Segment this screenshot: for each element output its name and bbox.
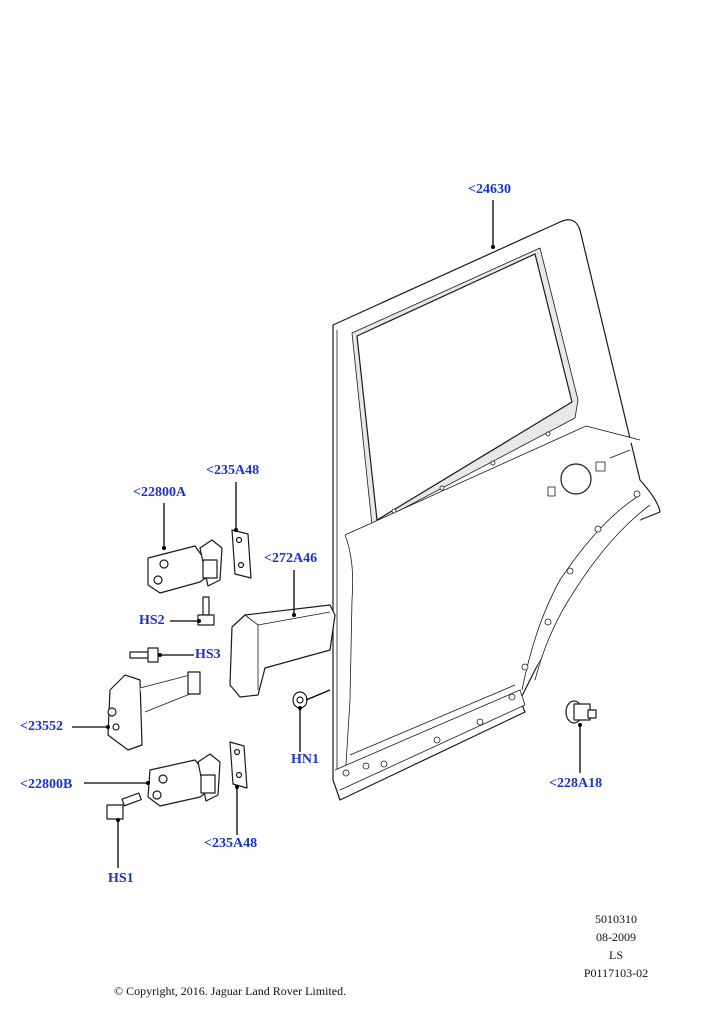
lower-hinge-part[interactable]: [147, 753, 221, 807]
callout-bolt-hs2[interactable]: HS2: [139, 613, 165, 628]
callout-door-shell[interactable]: <24630: [468, 182, 511, 197]
callout-check-strap-cover[interactable]: <272A46: [264, 551, 318, 566]
bolt-hs3-part[interactable]: [129, 647, 159, 663]
nut-hn1-part[interactable]: [292, 691, 308, 709]
callout-nut-hn1[interactable]: HN1: [291, 752, 319, 767]
callout-check-strap[interactable]: <23552: [20, 719, 63, 734]
callout-bump-stop[interactable]: <228A18: [549, 776, 603, 791]
callout-upper-shim[interactable]: <235A48: [206, 463, 260, 478]
check-strap-cover-part[interactable]: [229, 604, 336, 698]
check-strap-part[interactable]: [107, 671, 201, 751]
callout-upper-hinge[interactable]: <22800A: [133, 485, 187, 500]
callout-lower-hinge[interactable]: <22800B: [20, 777, 73, 792]
upper-hinge-part[interactable]: [147, 539, 223, 594]
callout-bolt-hs1[interactable]: HS1: [108, 871, 134, 886]
diagram-date: 08-2009: [596, 930, 636, 944]
callout-bolt-hs3[interactable]: HS3: [195, 647, 221, 662]
callout-lower-shim[interactable]: <235A48: [204, 836, 258, 851]
copyright-notice: © Copyright, 2016. Jaguar Land Rover Lim…: [114, 984, 347, 998]
bump-stop-part[interactable]: [565, 700, 597, 724]
lower-shim-part[interactable]: [229, 741, 248, 789]
diagram-region: LS: [608, 948, 623, 962]
upper-shim-part[interactable]: [231, 529, 252, 579]
diagram-code: 5010310: [595, 912, 637, 926]
bolt-hs1-part[interactable]: [106, 792, 142, 820]
leader-lines: [72, 200, 582, 868]
illustration-number: P0117103-02: [583, 966, 649, 980]
rear-door-shell[interactable]: [332, 219, 661, 801]
